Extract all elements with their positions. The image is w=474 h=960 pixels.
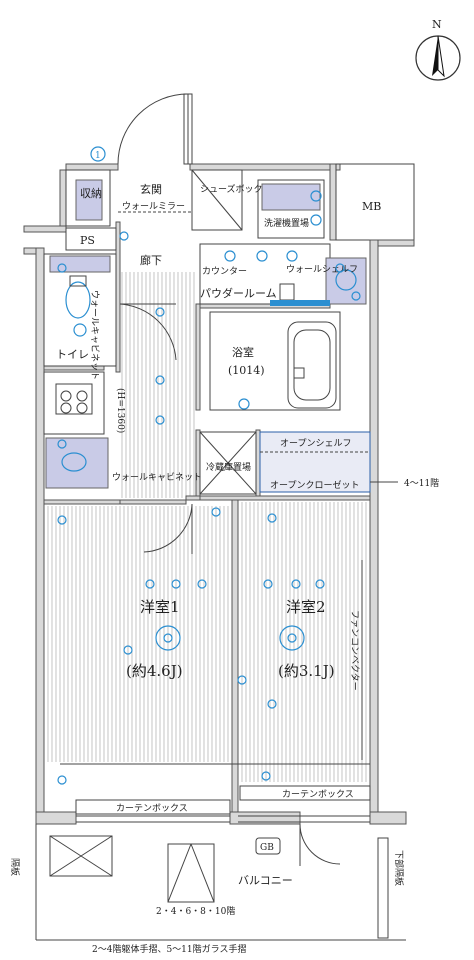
counter-label: カウンター xyxy=(202,266,247,277)
shoes-box xyxy=(191,169,243,231)
outlet-symbol xyxy=(57,439,67,449)
fridge-space xyxy=(199,431,257,495)
room1-flooring xyxy=(47,506,229,762)
outlet-symbol xyxy=(291,579,301,589)
open-closet xyxy=(259,431,371,493)
entrance-door xyxy=(117,93,193,165)
outlet-symbol xyxy=(267,699,277,709)
north-label: N xyxy=(432,18,442,31)
open-closet-label: オープンクローゼット xyxy=(270,479,359,491)
outlet-symbol xyxy=(335,263,345,273)
balcony-windows xyxy=(60,763,370,823)
toilet-fixtures xyxy=(43,253,117,367)
partition-label: 隔板 xyxy=(9,858,21,876)
floors-note: 4〜11階 xyxy=(404,478,439,489)
laundry-label: 洗濯機置場 xyxy=(264,217,309,229)
outlet-symbol xyxy=(263,579,273,589)
ps-label: PS xyxy=(80,234,95,247)
bathroom-fixtures xyxy=(209,311,341,411)
wall-cabinet-label: ウォールキャビネット xyxy=(112,472,202,483)
toilet-label: トイレ xyxy=(56,348,89,361)
north-arrow-icon xyxy=(415,35,461,81)
outlet-symbol xyxy=(57,515,67,525)
room1-ceiling-light xyxy=(155,625,181,651)
room1-door xyxy=(143,503,193,554)
bath-label: 浴室 xyxy=(232,345,254,359)
room2-flooring xyxy=(241,502,367,782)
storage-closet xyxy=(65,169,111,227)
lower-partition-label: 下部隔板 xyxy=(393,850,405,886)
wall-shelf-label: ウォールシェルフ xyxy=(286,264,358,275)
gb-box xyxy=(255,837,281,855)
ps-box xyxy=(65,227,117,251)
hallway-flooring xyxy=(121,272,195,498)
curtain-box-2 xyxy=(239,785,371,801)
outlet-symbol xyxy=(145,579,155,589)
room2-label: 洋室2 xyxy=(286,598,326,616)
balcony xyxy=(35,823,406,941)
room1-label: 洋室1 xyxy=(140,598,180,616)
mb-label: MB xyxy=(362,200,381,213)
curtain-box-1 xyxy=(75,799,231,815)
outlet-symbol xyxy=(171,579,181,589)
electrical-symbols xyxy=(57,231,361,785)
gb-label: GB xyxy=(260,843,274,853)
room2-ceiling-light xyxy=(279,625,305,651)
outlet-symbol xyxy=(155,307,165,317)
outlet-symbol xyxy=(57,263,67,273)
marker-circle xyxy=(90,146,106,162)
outlet-symbol xyxy=(211,507,221,517)
height-label: (H=1360) xyxy=(115,388,126,433)
toilet-door xyxy=(119,303,177,361)
powder-room-label: パウダールーム xyxy=(200,286,277,300)
outlet-symbol xyxy=(123,645,133,655)
shoes-box-label: シューズボックス xyxy=(200,183,271,195)
walls xyxy=(23,163,415,825)
kitchen-area xyxy=(43,371,109,489)
railing-note: 2〜4階躯体手摺、5〜11階ガラス手摺 xyxy=(92,943,246,955)
laundry-pan xyxy=(257,179,325,239)
bath-size-label: (1014) xyxy=(228,364,265,377)
balcony-floors-label: 2・4・6・8・10階 xyxy=(156,906,235,917)
open-shelf-label: オープンシェルフ xyxy=(280,438,351,449)
outlet-symbol xyxy=(57,775,67,785)
room2-size-label: (約3.1J) xyxy=(278,662,335,680)
outlet-symbol xyxy=(351,291,361,301)
outlet-symbol xyxy=(237,675,247,685)
fan-cooler-label: ファンコンベクター xyxy=(349,610,360,691)
marker-label: 1 xyxy=(95,151,101,161)
outlet-symbol xyxy=(155,415,165,425)
outlet-symbol xyxy=(261,771,271,781)
storage-label: 収納 xyxy=(80,187,102,200)
room1-size-label: (約4.6J) xyxy=(126,662,183,680)
wall-mirror-label: ウォールミラー xyxy=(122,201,185,212)
balcony-label: バルコニー xyxy=(238,874,293,887)
curtain-box-1-label: カーテンボックス xyxy=(116,803,188,814)
hallway-label: 廊下 xyxy=(140,253,162,267)
outlet-symbol xyxy=(155,375,165,385)
powder-room-fixtures xyxy=(199,243,367,306)
outlet-symbol xyxy=(267,513,277,523)
outlet-symbol xyxy=(119,231,129,241)
fridge-label: 冷蔵庫置場 xyxy=(206,461,251,473)
curtain-box-2-label: カーテンボックス xyxy=(282,789,354,800)
outlet-symbol xyxy=(315,579,325,589)
outlet-symbol xyxy=(197,579,207,589)
toilet-cabinet-label: ウォールキャビネット xyxy=(89,290,100,380)
entrance-label: 玄関 xyxy=(140,182,162,196)
